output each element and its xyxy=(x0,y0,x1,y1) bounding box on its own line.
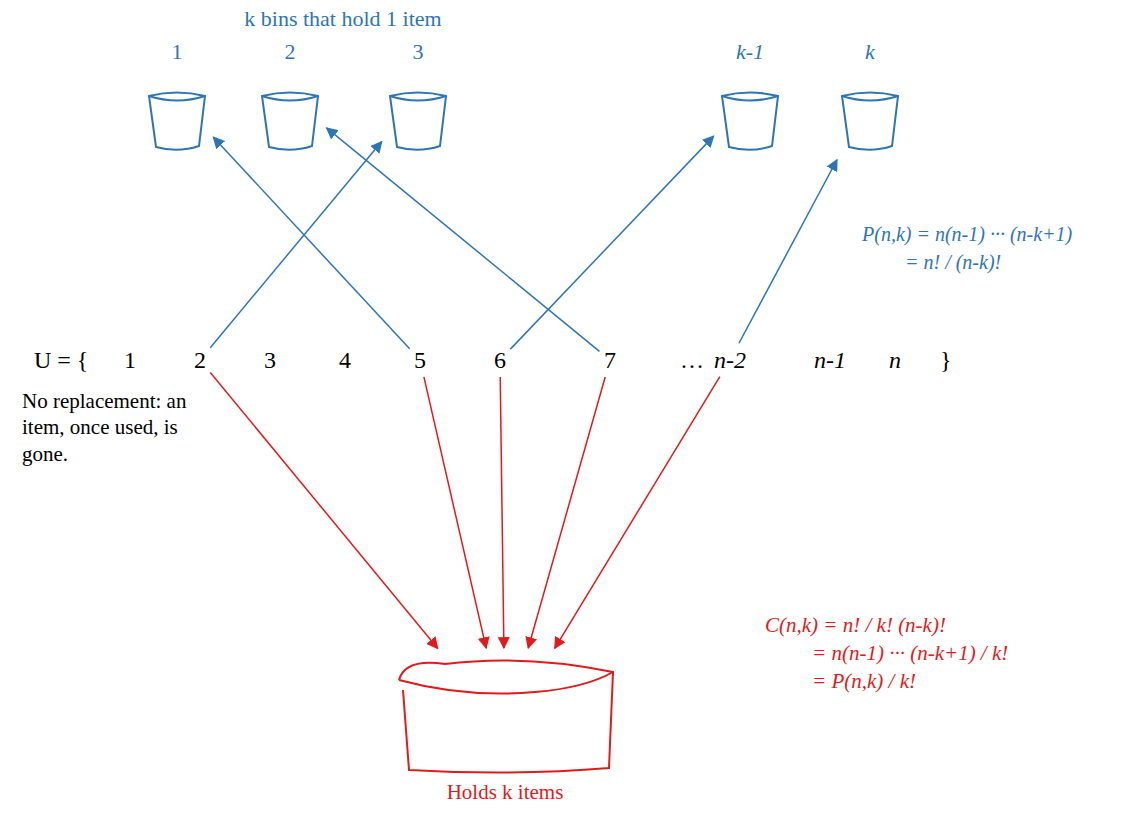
bin-rim xyxy=(722,96,778,101)
set-item: 6 xyxy=(491,345,509,375)
bin-outline xyxy=(715,86,785,156)
bucket: Holds k items xyxy=(385,650,625,810)
bin-body xyxy=(722,93,778,150)
blue-arrow xyxy=(327,128,600,351)
red-arrow xyxy=(500,377,504,648)
set-item-text: n-1 xyxy=(814,347,846,373)
bin-outline xyxy=(383,86,453,156)
red-arrow xyxy=(555,377,720,649)
set-item: n-1 xyxy=(811,345,849,375)
bucket-caption: Holds k items xyxy=(385,780,625,804)
red-arrow xyxy=(528,377,605,648)
set-item-text: 4 xyxy=(339,347,351,373)
combination-formula: C(n,k) = n! / k! (n-k)! xyxy=(765,612,946,638)
ellipsis: … xyxy=(680,345,704,375)
bin: k xyxy=(835,38,905,158)
blue-arrow xyxy=(739,160,837,343)
bin-body xyxy=(262,93,318,150)
bin-outline xyxy=(142,86,212,156)
bucket-body xyxy=(399,660,613,772)
blue-arrow xyxy=(210,142,381,348)
set-item-text: 2 xyxy=(194,347,206,373)
combination-formula: = n(n-1) ··· (n-k+1) / k! xyxy=(812,640,1008,666)
set-item: 1 xyxy=(121,345,139,375)
set-item: 4 xyxy=(336,345,354,375)
set-item-text: 7 xyxy=(604,347,616,373)
red-arrow xyxy=(424,377,486,648)
bin: 1 xyxy=(142,38,212,158)
set-item: 2 xyxy=(191,345,209,375)
permutation-formula: = n! / (n-k)! xyxy=(905,250,1001,275)
bin: 3 xyxy=(383,38,453,158)
combination-formula: = P(n,k) / k! xyxy=(812,668,916,694)
bin-rim xyxy=(390,96,446,101)
bin-rim xyxy=(262,96,318,101)
blue-arrow xyxy=(213,137,409,349)
set-item: 7 xyxy=(601,345,619,375)
note: No replacement: an item, once used, is g… xyxy=(22,388,202,467)
bin-body xyxy=(842,93,898,150)
bin-number: k-1 xyxy=(715,38,785,66)
red-arrow xyxy=(210,372,438,648)
set-item: 3 xyxy=(261,345,279,375)
set-item: n xyxy=(886,345,904,375)
blue-arrow xyxy=(510,136,713,349)
bin-rim xyxy=(842,96,898,101)
bin-number: 3 xyxy=(383,38,453,66)
bin-number: k xyxy=(835,38,905,66)
bin-body xyxy=(390,93,446,150)
diagram-title: k bins that hold 1 item xyxy=(244,6,441,32)
set-item-text: 6 xyxy=(494,347,506,373)
set-item: n-2 xyxy=(711,345,749,375)
bin-number: 2 xyxy=(255,38,325,66)
set-item-text: n xyxy=(889,347,901,373)
bin-outline xyxy=(835,86,905,156)
set-item-text: n-2 xyxy=(714,347,746,373)
set-item-text: 3 xyxy=(264,347,276,373)
bucket-rim xyxy=(399,672,613,694)
bin: k-1 xyxy=(715,38,785,158)
permutation-formula: P(n,k) = n(n-1) ··· (n-k+1) xyxy=(862,222,1072,247)
set-name: U = { xyxy=(34,345,88,375)
bin-number: 1 xyxy=(142,38,212,66)
bin-body xyxy=(149,93,205,150)
set-item-text: 5 xyxy=(414,347,426,373)
set-item: 5 xyxy=(411,345,429,375)
set-item-text: 1 xyxy=(124,347,136,373)
bin-outline xyxy=(255,86,325,156)
bin: 2 xyxy=(255,38,325,158)
set-brace: } xyxy=(940,345,952,375)
bin-rim xyxy=(149,96,205,101)
bucket-outline xyxy=(385,650,625,778)
